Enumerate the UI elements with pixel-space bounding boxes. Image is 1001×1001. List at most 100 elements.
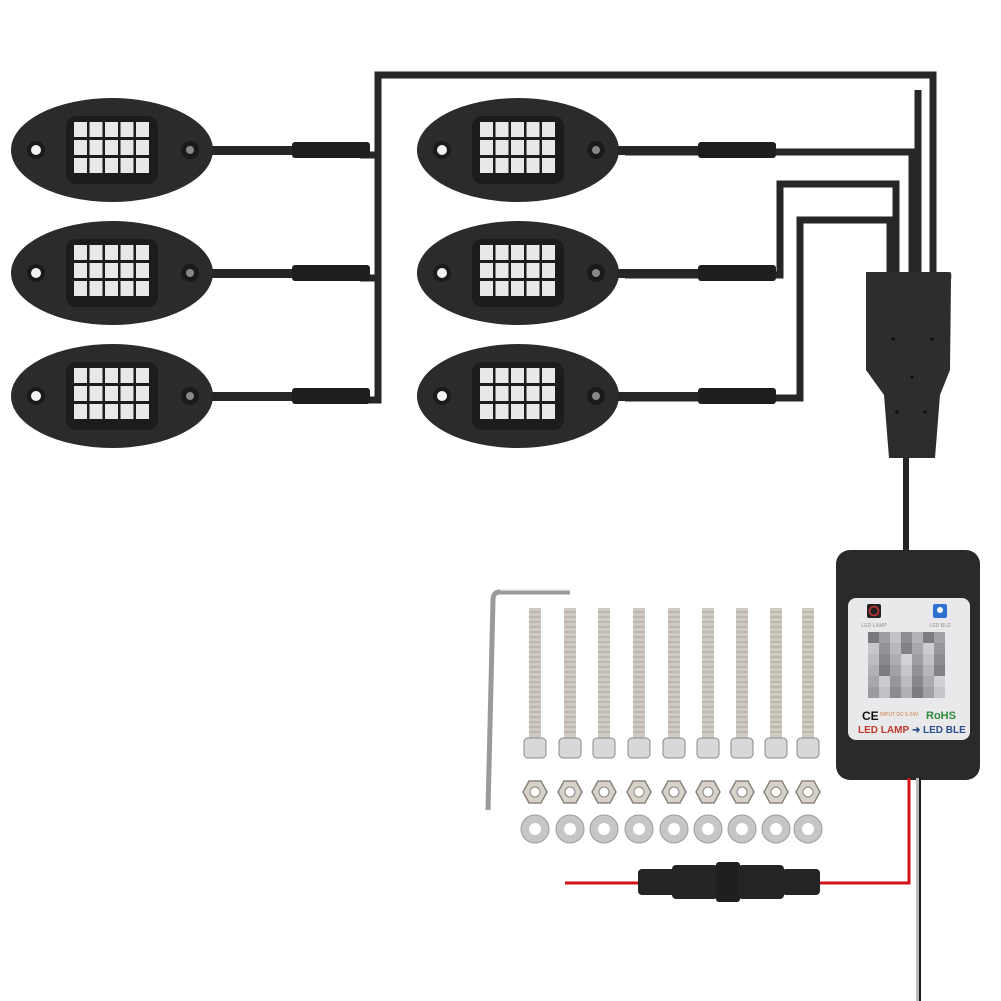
cable-segment	[374, 71, 937, 272]
bolt-shaft	[598, 608, 610, 738]
led-chip	[136, 404, 149, 419]
led-chip	[89, 368, 103, 383]
qr-cell	[923, 654, 934, 665]
mount-hole-inner	[31, 391, 41, 401]
led-chip	[480, 386, 493, 401]
bolt-shaft	[633, 608, 645, 738]
led-chip	[74, 158, 87, 173]
qr-cell	[890, 654, 901, 665]
led-chip	[120, 386, 134, 401]
led-chip	[89, 158, 103, 173]
washer-hole	[668, 823, 680, 835]
rock-light	[417, 98, 776, 202]
app-caption-left: LED LAMP	[861, 623, 887, 629]
led-chip	[89, 122, 103, 137]
led-chip	[480, 122, 493, 137]
bluetooth-controller: LED LAMP LED BLE CE INPUT DC 5-24V RoHS …	[836, 550, 980, 780]
led-chip	[526, 404, 540, 419]
led-chip	[526, 122, 540, 137]
cable-segment	[625, 216, 894, 402]
mount-hole-inner	[592, 392, 600, 400]
qr-cell	[923, 665, 934, 676]
bolt-shaft	[736, 608, 748, 738]
mount-hole-inner	[592, 146, 600, 154]
washer-hole	[633, 823, 645, 835]
qr-cell	[879, 665, 890, 676]
led-chip	[74, 140, 87, 155]
rohs-mark: RoHS	[926, 710, 956, 722]
led-chip	[495, 158, 509, 173]
bolt-head	[730, 737, 754, 759]
qr-cell	[912, 676, 923, 687]
pigtail-cable	[618, 269, 698, 278]
qr-cell	[890, 676, 901, 687]
qr-cell	[912, 643, 923, 654]
rock-light	[417, 221, 776, 325]
qr-cell	[934, 643, 945, 654]
mount-hole-inner	[437, 145, 447, 155]
pigtail-cable	[618, 392, 698, 401]
qr-cell	[879, 687, 890, 698]
led-chip	[480, 404, 493, 419]
led-chip	[105, 245, 118, 260]
led-chip	[120, 158, 134, 173]
qr-cell	[868, 632, 879, 643]
bolt-shaft	[529, 608, 541, 738]
pigtail-cable	[212, 146, 292, 155]
led-chip	[542, 263, 555, 278]
qr-cell	[868, 643, 879, 654]
qr-cell	[923, 687, 934, 698]
nut-hole	[770, 786, 782, 798]
bolt-head	[627, 737, 651, 759]
washer-hole	[564, 823, 576, 835]
led-chip	[526, 158, 540, 173]
led-chip	[74, 263, 87, 278]
qr-cell	[879, 654, 890, 665]
washer-hole	[770, 823, 782, 835]
led-chip	[136, 281, 149, 296]
led-chip	[495, 245, 509, 260]
qr-cell	[912, 665, 923, 676]
led-chip	[74, 404, 87, 419]
led-chip	[526, 281, 540, 296]
led-chip	[542, 368, 555, 383]
app-caption-right: LED BLE	[929, 623, 951, 629]
led-chip	[480, 245, 493, 260]
led-chip	[105, 263, 118, 278]
qr-cell	[868, 676, 879, 687]
led-chip	[74, 245, 87, 260]
qr-cell	[890, 665, 901, 676]
led-chip	[120, 281, 134, 296]
led-chip	[511, 140, 524, 155]
qr-cell	[890, 632, 901, 643]
bolt-head	[662, 737, 686, 759]
led-chip	[511, 122, 524, 137]
qr-cell	[912, 632, 923, 643]
led-chip	[480, 368, 493, 383]
led-chip	[136, 158, 149, 173]
wire-connector	[292, 265, 370, 281]
qr-cell	[879, 632, 890, 643]
led-chip	[89, 245, 103, 260]
rock-lights	[11, 98, 776, 448]
pigtail-cable	[618, 146, 698, 155]
qr-cell	[934, 687, 945, 698]
led-chip	[74, 281, 87, 296]
led-chip	[495, 404, 509, 419]
led-chip	[495, 386, 509, 401]
qr-code	[868, 632, 945, 698]
bolt-shaft	[564, 608, 576, 738]
led-chip	[89, 404, 103, 419]
cable-segment	[625, 148, 916, 272]
nut-hole	[668, 786, 680, 798]
washer-hole	[736, 823, 748, 835]
led-chip	[105, 386, 118, 401]
led-chip	[542, 245, 555, 260]
led-chip	[511, 263, 524, 278]
led-chip	[511, 245, 524, 260]
qr-cell	[901, 632, 912, 643]
qr-cell	[879, 643, 890, 654]
bolt-head	[764, 737, 788, 759]
rock-light	[11, 344, 370, 448]
led-chip	[495, 281, 509, 296]
